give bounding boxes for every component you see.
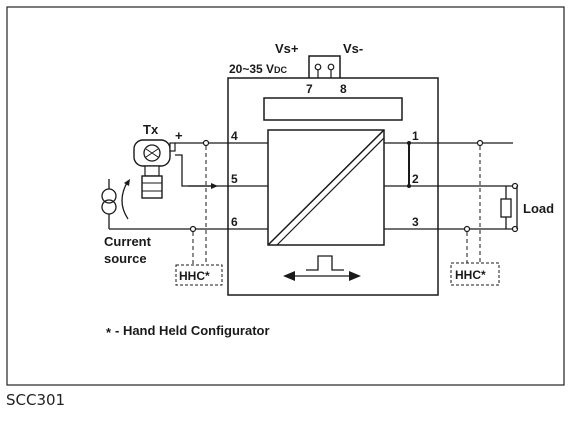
- arrow-left-icon: [283, 271, 295, 281]
- current-source-icon: [101, 179, 134, 230]
- supply-range-label: 20~35 VDC: [229, 62, 288, 76]
- load-resistor-icon: [500, 198, 512, 218]
- isolation-diagonal: [267, 129, 385, 246]
- terminal-2-label: 2: [412, 172, 419, 186]
- power-connector: [308, 55, 341, 78]
- display-bar: [263, 97, 403, 121]
- transmitter-icon: [133, 139, 176, 199]
- supply-minus-label: Vs-: [343, 41, 363, 56]
- pin-7-label: 7: [306, 82, 313, 96]
- isolation-block: [267, 129, 385, 246]
- switch-symbol: [306, 255, 344, 271]
- pin-8-label: 8: [340, 82, 347, 96]
- power-plus-terminal: [314, 63, 322, 71]
- terminal-6-label: 6: [231, 215, 238, 229]
- signal-arrow: [211, 183, 218, 189]
- hhc-left-label: HHC*: [179, 269, 210, 283]
- model-caption: SCC301: [6, 391, 66, 409]
- supply-plus-label: Vs+: [275, 41, 299, 56]
- current-source-label-line1: Current: [104, 234, 152, 249]
- terminal-5-label: 5: [231, 172, 238, 186]
- load-label: Load: [523, 201, 554, 216]
- terminal-3-label: 3: [412, 215, 419, 229]
- tx-label: Tx: [143, 122, 159, 137]
- terminal-1-label: 1: [412, 129, 419, 143]
- power-minus-terminal: [327, 63, 335, 71]
- hhc-right-label: HHC*: [455, 268, 486, 282]
- hhc-left-box: [175, 264, 223, 286]
- arrow-right-icon: [349, 271, 361, 281]
- footnote-text: - Hand Held Configurator: [115, 323, 270, 338]
- isolation-diagonal-2: [276, 137, 385, 246]
- footnote-star: *: [106, 325, 112, 340]
- current-source-label-line2: source: [104, 251, 147, 266]
- terminal-4-label: 4: [231, 129, 238, 143]
- diagram-border: [6, 6, 565, 386]
- tx-polarity-label: +: [175, 128, 183, 143]
